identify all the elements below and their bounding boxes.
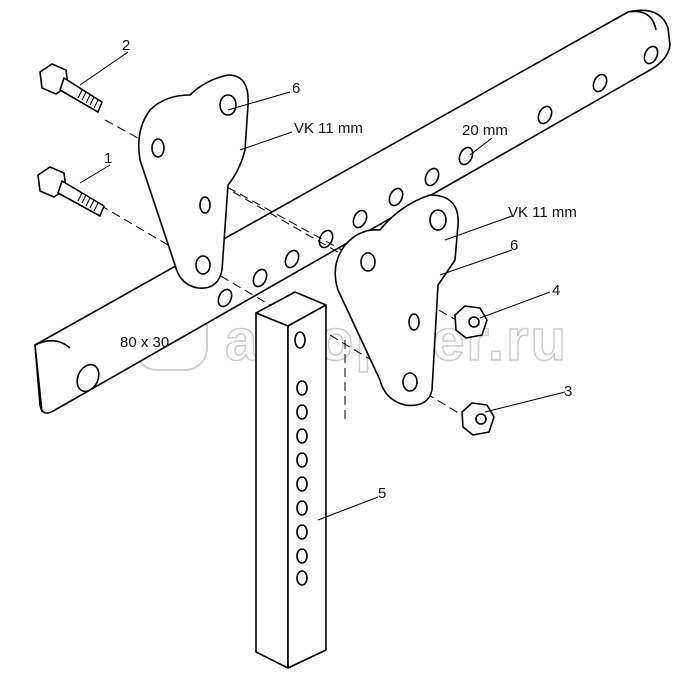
label-bolt-1: 1	[104, 150, 112, 167]
label-plate-right-spec: VK 11 mm	[508, 204, 577, 221]
beam	[34, 9, 671, 414]
mounting-plate-left	[137, 74, 249, 289]
label-hole-spacing: 20 mm	[462, 122, 508, 139]
label-nut-3: 3	[564, 383, 572, 400]
label-bolt-2: 2	[122, 37, 130, 54]
bolt-2	[39, 63, 103, 113]
label-plate-left: 6	[292, 80, 300, 97]
bolt-1	[37, 166, 105, 217]
label-post: 5	[378, 485, 386, 502]
mounting-plate-right	[334, 194, 459, 407]
label-plate-right: 6	[510, 237, 518, 254]
nut-4	[454, 305, 488, 339]
nut-3	[461, 402, 495, 436]
label-nut-4: 4	[552, 282, 560, 299]
label-beam-size: 80 x 30	[120, 334, 169, 351]
post-holes	[296, 380, 308, 586]
label-plate-left-spec: VK 11 mm	[294, 120, 363, 137]
leader-lines	[79, 51, 566, 521]
beam-holes	[217, 45, 659, 308]
vertical-post	[255, 291, 327, 669]
